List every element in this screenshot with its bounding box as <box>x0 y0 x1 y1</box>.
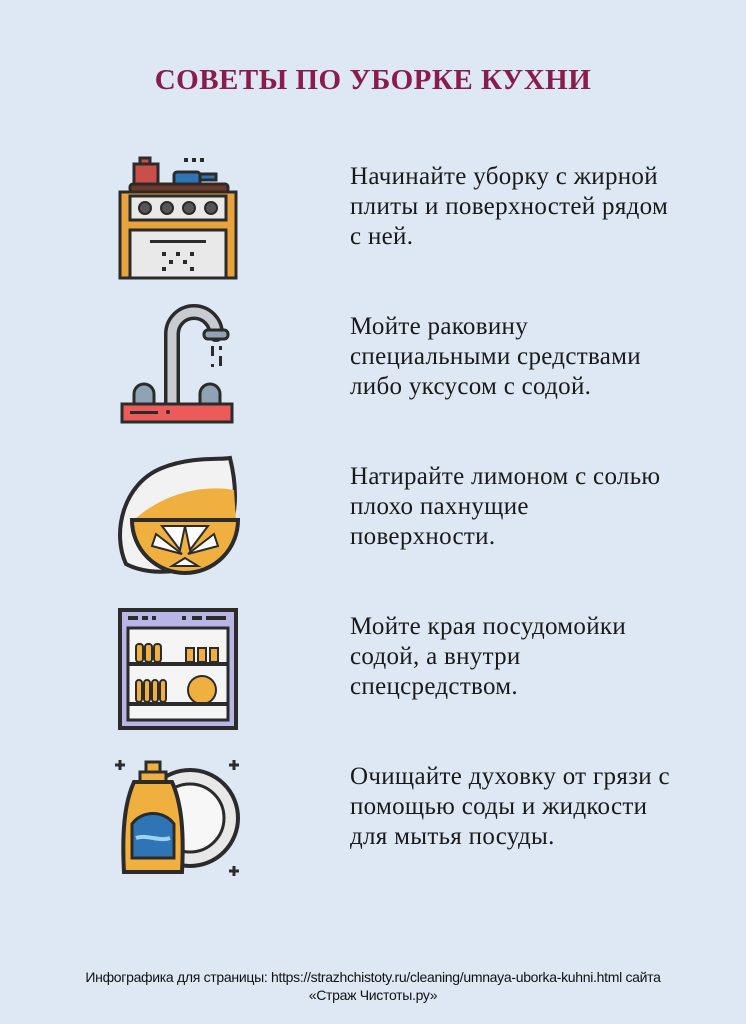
tip-text: Очищайте духовку от грязи с помощью соды… <box>350 763 670 850</box>
page-title: СОВЕТЫ ПО УБОРКЕ КУХНИ <box>154 64 592 96</box>
tip-row: Очищайте духовку от грязи с помощью соды… <box>0 760 746 912</box>
tip-text: Мойте края посудомойки содой, а внутри с… <box>350 613 627 700</box>
tip-row: Мойте края посудомойки содой, а внутри с… <box>0 608 746 762</box>
tip-text: Начинайте уборку с жирной плиты и поверх… <box>350 163 669 250</box>
tip-row: Начинайте уборку с жирной плиты и поверх… <box>0 156 746 312</box>
footer-line-2: «Страж Чистоты.ру» <box>308 987 438 1003</box>
tip-text: Мойте раковину специальными средствами л… <box>350 313 641 400</box>
lemon-icon <box>118 455 241 575</box>
footer-line-1: Инфографика для страницы: https://strazh… <box>85 969 661 985</box>
tip-row: Мойте раковину специальными средствами л… <box>0 304 746 462</box>
tip-text: Натирайте лимоном с солью плохо пахнущие… <box>350 463 661 550</box>
detergent-icon <box>115 760 240 876</box>
dishwasher-icon <box>118 608 238 730</box>
footer-credit: Инфографика для страницы: https://strazh… <box>0 968 746 1004</box>
tip-row: Натирайте лимоном с солью плохо пахнущие… <box>0 455 746 612</box>
faucet-icon <box>120 304 234 424</box>
stove-icon <box>118 156 238 280</box>
